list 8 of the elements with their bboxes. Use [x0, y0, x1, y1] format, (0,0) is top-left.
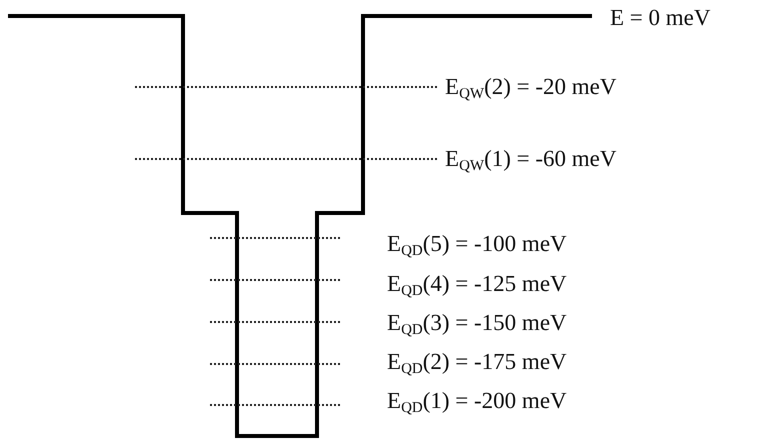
- energy-label: E$_{QW}$(1) = -60 meV: [445, 146, 616, 172]
- energy-label: E = 0 meV: [610, 5, 710, 31]
- energy-label: E$_{QW}$(2) = -20 meV: [445, 74, 616, 100]
- energy-label: E$_{QD}$(5) = -100 meV: [387, 231, 567, 257]
- energy-label: E$_{QD}$(1) = -200 meV: [387, 388, 567, 414]
- energy-label: E$_{QD}$(2) = -175 meV: [387, 349, 567, 375]
- energy-label: E$_{QD}$(3) = -150 meV: [387, 310, 567, 336]
- energy-label: E$_{QD}$(4) = -125 meV: [387, 271, 567, 297]
